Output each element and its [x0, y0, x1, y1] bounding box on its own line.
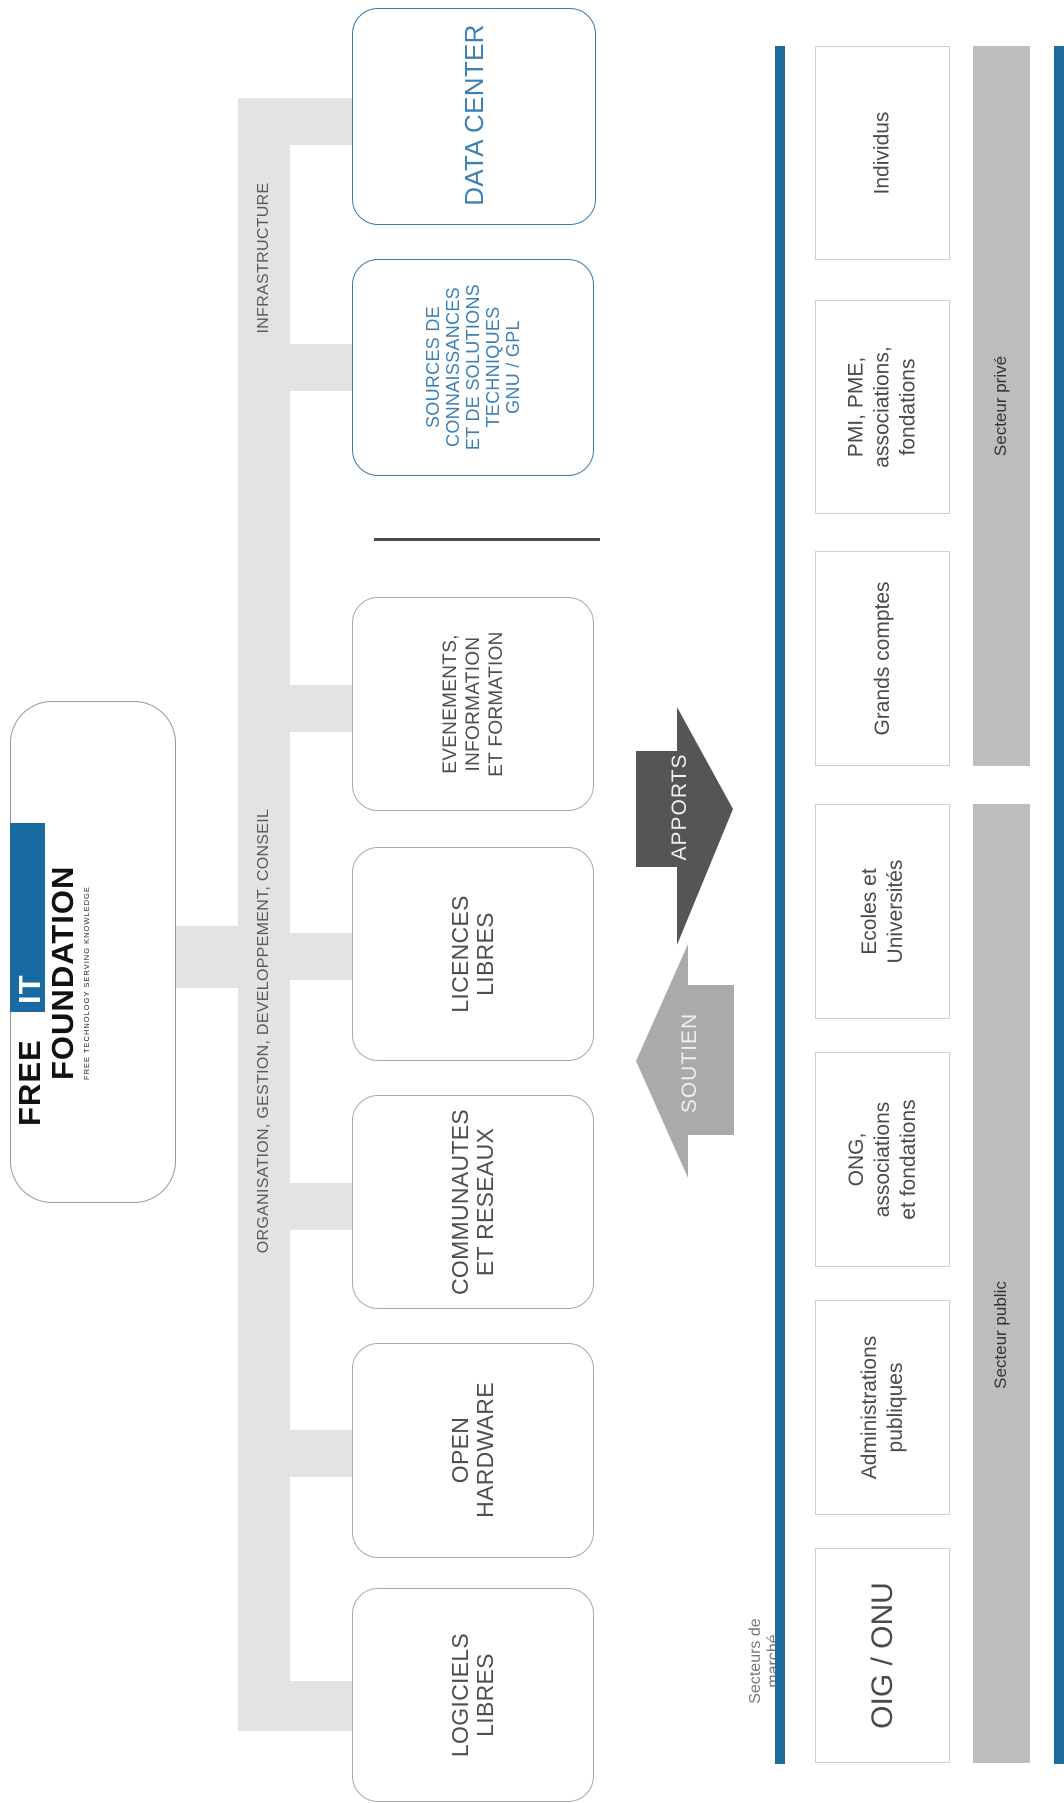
sector-ong	[815, 1052, 950, 1267]
secteur-prive-label: Secteur privé	[991, 355, 1010, 457]
pillar-label: EVENEMENTS, INFORMATION ET FORMATION	[439, 631, 507, 777]
pillar-communautes-reseaux	[352, 1095, 594, 1309]
logo-tagline: FREE TECHNOLOGY SERVING KNOWLEDGE	[82, 886, 91, 1080]
pillar-label: SOURCES DE CONNAISSANCES ET DE SOLUTIONS…	[423, 283, 523, 451]
secteur-public-bar	[973, 804, 1030, 1763]
sector-label: ONG, associations et fondations	[844, 1099, 920, 1220]
sector-pmi-pme	[815, 300, 950, 514]
section-divider	[374, 538, 600, 541]
pillar-label: LICENCES LIBRES	[447, 895, 498, 1013]
sector-label: PMI, PME, associations, fondations	[844, 346, 920, 468]
organisation-connector-label: ORGANISATION, GESTION, DEVELOPPEMENT, CO…	[255, 808, 272, 1254]
pillar-evenements-formation	[352, 597, 594, 811]
sector-individus	[815, 46, 950, 260]
secteur-prive-bar	[973, 46, 1030, 766]
markets-blue-line-right	[1054, 46, 1064, 1764]
soutien-label: SOUTIEN	[678, 1012, 701, 1114]
pillar-licences-libres	[352, 847, 594, 1061]
pillar-sources-connaissances	[352, 259, 594, 476]
pillar-connector-2	[288, 1430, 354, 1477]
markets-blue-line-left	[775, 46, 785, 1764]
logo-accent-block	[10, 823, 45, 1012]
pillar-label: DATA CENTER	[458, 24, 489, 206]
secteur-public-label: Secteur public	[991, 1281, 1010, 1389]
sector-ecoles-universites	[815, 804, 950, 1019]
sector-label: OIG / ONU	[865, 1582, 899, 1729]
sector-label: Ecoles et Universités	[857, 859, 907, 964]
logo-word-it: IT	[12, 974, 47, 1004]
logo-word-free: FREE	[12, 1039, 47, 1126]
pillar-open-hardware	[352, 1343, 594, 1558]
pillar-data-center	[352, 8, 596, 225]
sector-label: Individus	[870, 111, 894, 195]
pillar-connector-5	[288, 685, 354, 732]
sector-grands-comptes	[815, 551, 950, 766]
pillar-label: OPEN HARDWARE	[447, 1382, 498, 1518]
markets-title: Secteurs de marché	[747, 1618, 782, 1704]
pillar-connector-3	[288, 1183, 354, 1230]
pillar-connector-4	[288, 933, 354, 980]
sector-administrations	[815, 1300, 950, 1515]
pillar-label: COMMUNAUTES ET RESEAUX	[447, 1108, 498, 1296]
apports-arrow	[636, 707, 733, 945]
infra-top-connector	[238, 98, 354, 145]
sector-oig-onu	[815, 1548, 950, 1763]
foundation-logo: FREE IT FOUNDATION FREE TECHNOLOGY SERVI…	[10, 823, 91, 1126]
pillar-connector-6	[288, 344, 354, 391]
pillar-connector-1	[288, 1681, 354, 1731]
main-vertical-connector	[238, 98, 290, 1731]
infrastructure-connector-label: INFRASTRUCTURE	[255, 182, 272, 334]
pillar-label: LOGICIELS LIBRES	[447, 1632, 498, 1758]
pillar-logiciels-libres	[352, 1588, 594, 1802]
logo-connector	[176, 926, 240, 988]
sector-label: Administrations publiques	[857, 1335, 907, 1480]
sector-label: Grands comptes	[870, 581, 894, 736]
logo-word-foundation: FOUNDATION	[45, 866, 80, 1080]
soutien-arrow	[636, 944, 734, 1178]
apports-label: APPORTS	[668, 753, 691, 861]
